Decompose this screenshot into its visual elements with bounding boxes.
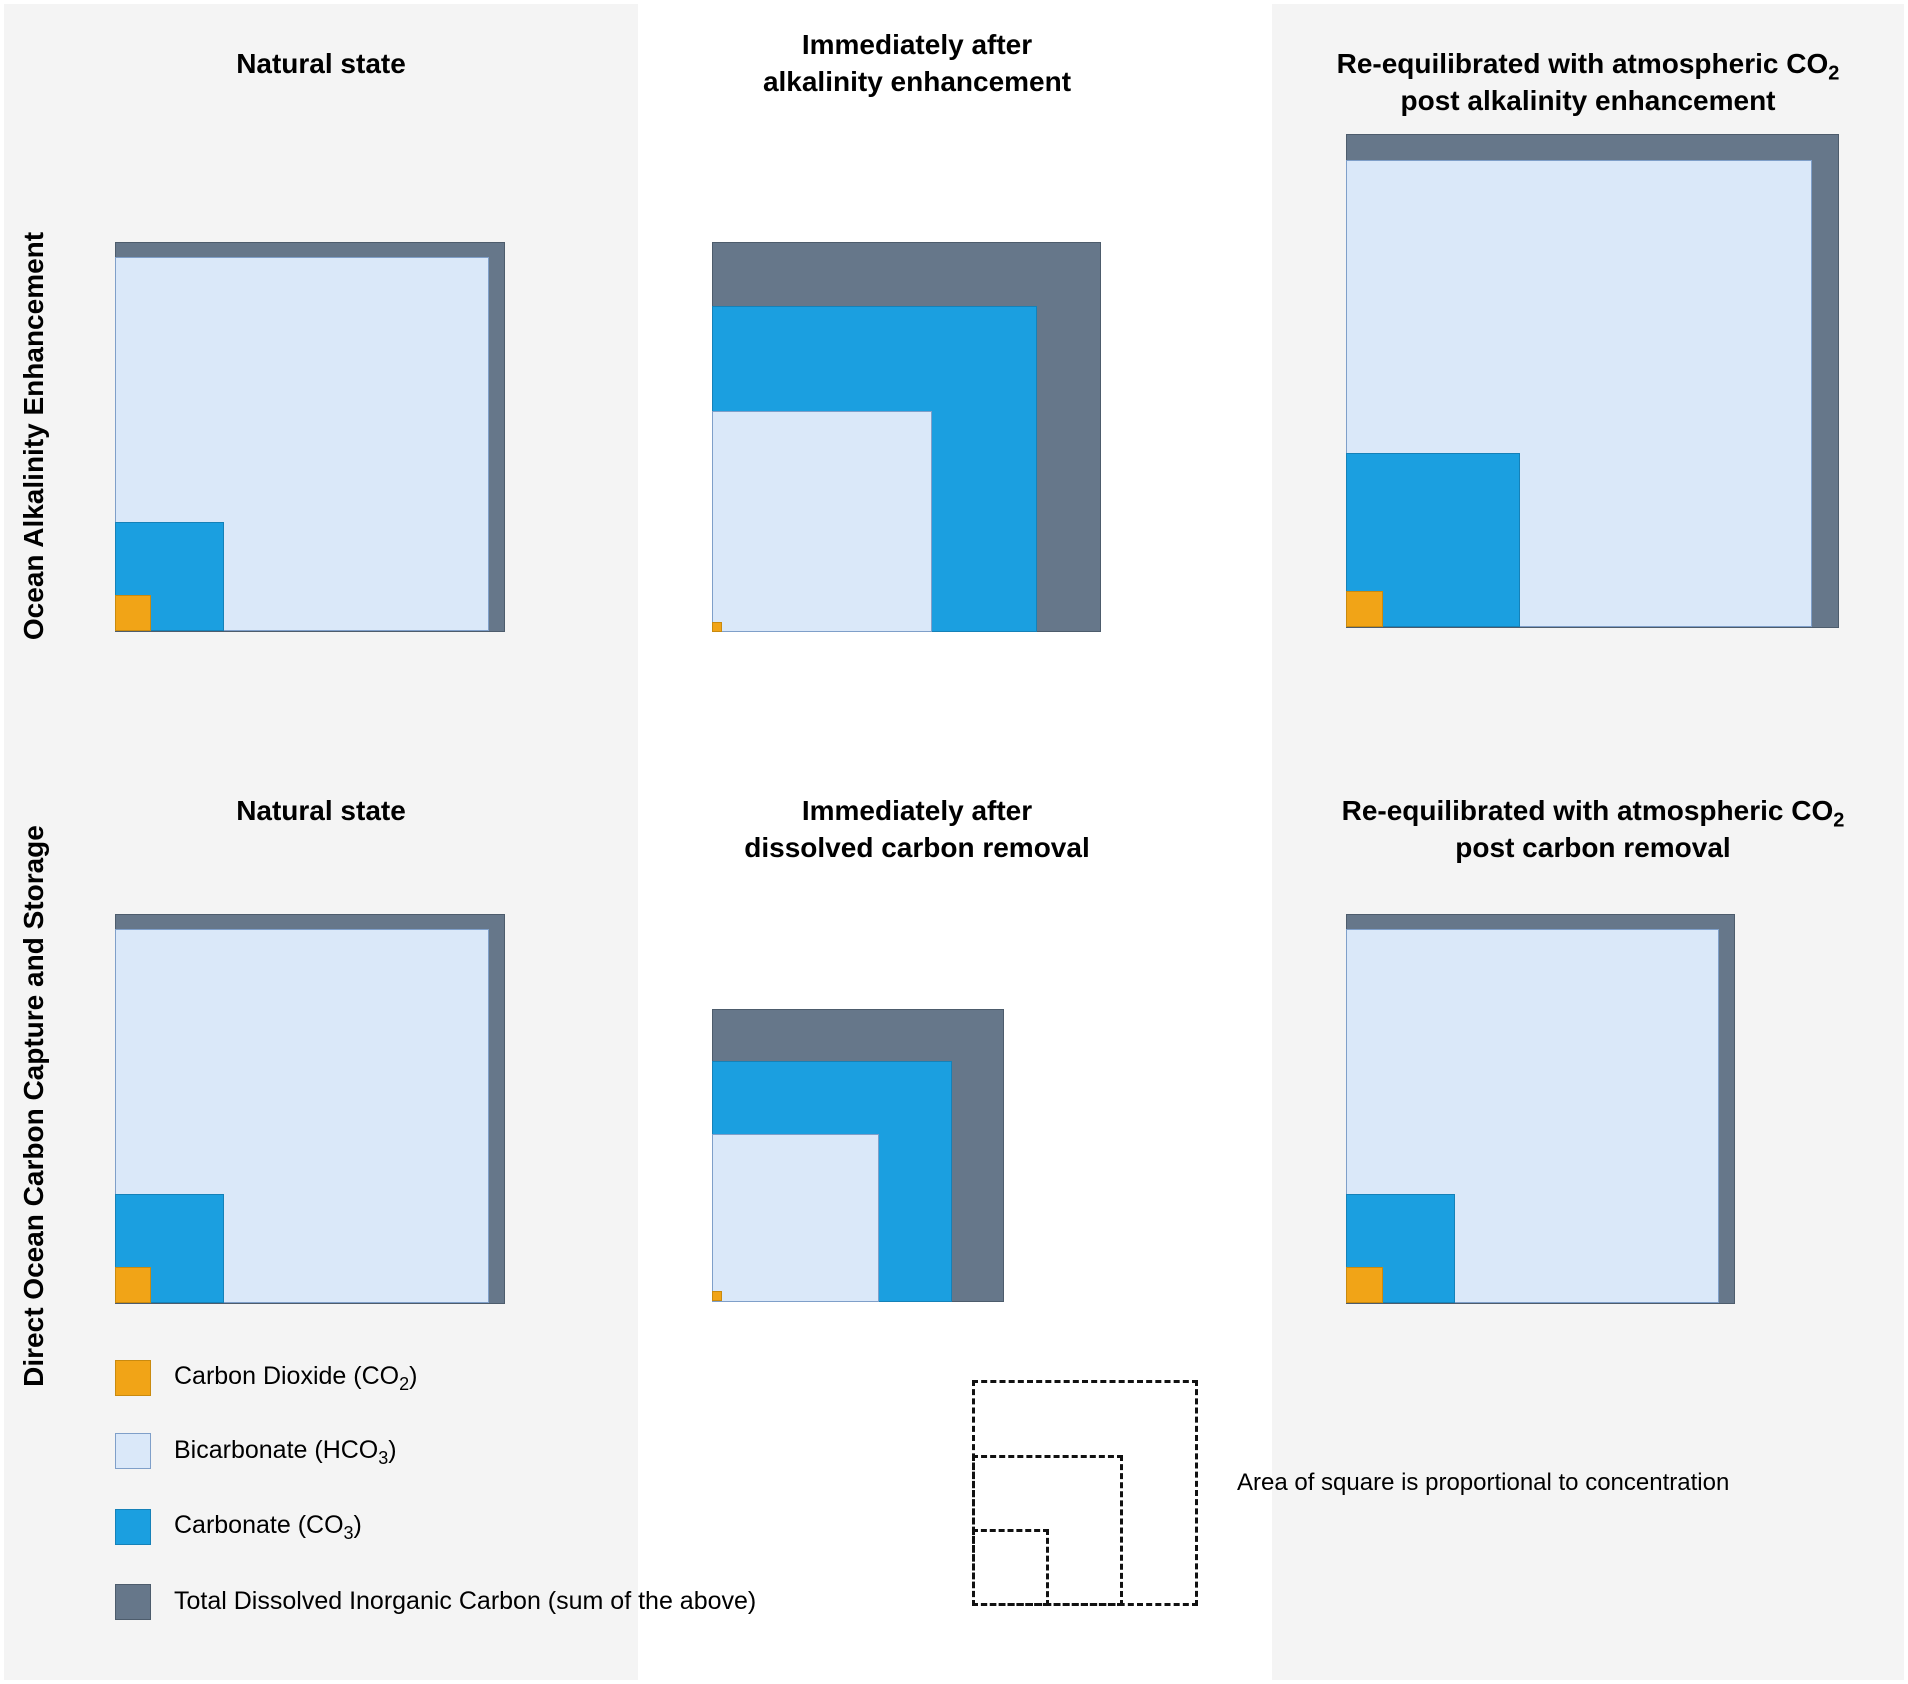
bicarbonate-square <box>712 1134 879 1302</box>
row-label-bottom: Direct Ocean Carbon Capture and Storage <box>18 825 49 1387</box>
legend-swatch-co2 <box>115 1360 151 1396</box>
legend-swatch-total <box>115 1584 151 1620</box>
legend-swatch-bicarbonate <box>115 1433 151 1469</box>
row-label-top: Ocean Alkalinity Enhancement <box>18 231 49 641</box>
co2-square <box>1346 1267 1383 1303</box>
co2-square <box>115 1267 151 1303</box>
legend-label-total: Total Dissolved Inorganic Carbon (sum of… <box>174 1587 757 1615</box>
co2-square <box>712 1291 722 1301</box>
legend-label-carbonate: Carbonate (CO3) <box>174 1511 362 1543</box>
title-natural-state-top: Natural state <box>236 48 406 79</box>
legend-label-co2: Carbon Dioxide (CO2) <box>174 1362 418 1394</box>
title-after-removal: Immediately after dissolved carbon remov… <box>744 795 1090 863</box>
legend-label-bicarbonate: Bicarbonate (HCO3) <box>174 1436 397 1468</box>
bicarbonate-square <box>712 411 932 632</box>
co2-square <box>115 595 151 631</box>
legend-swatch-carbonate <box>115 1509 151 1545</box>
title-reequilibrated-alkalinity: Re-equilibrated with atmospheric CO2 pos… <box>1336 48 1840 116</box>
scale-note: Area of square is proportional to concen… <box>1237 1469 1730 1496</box>
scale-key-small-square <box>972 1529 1049 1606</box>
co2-square <box>712 622 722 632</box>
bicarbonate-square <box>1346 929 1719 1303</box>
title-reequilibrated-removal: Re-equilibrated with atmospheric CO2 pos… <box>1341 795 1845 863</box>
co2-square <box>1346 591 1383 627</box>
title-natural-state-bottom: Natural state <box>236 795 406 826</box>
title-after-alkalinity: Immediately after alkalinity enhancement <box>762 29 1072 97</box>
